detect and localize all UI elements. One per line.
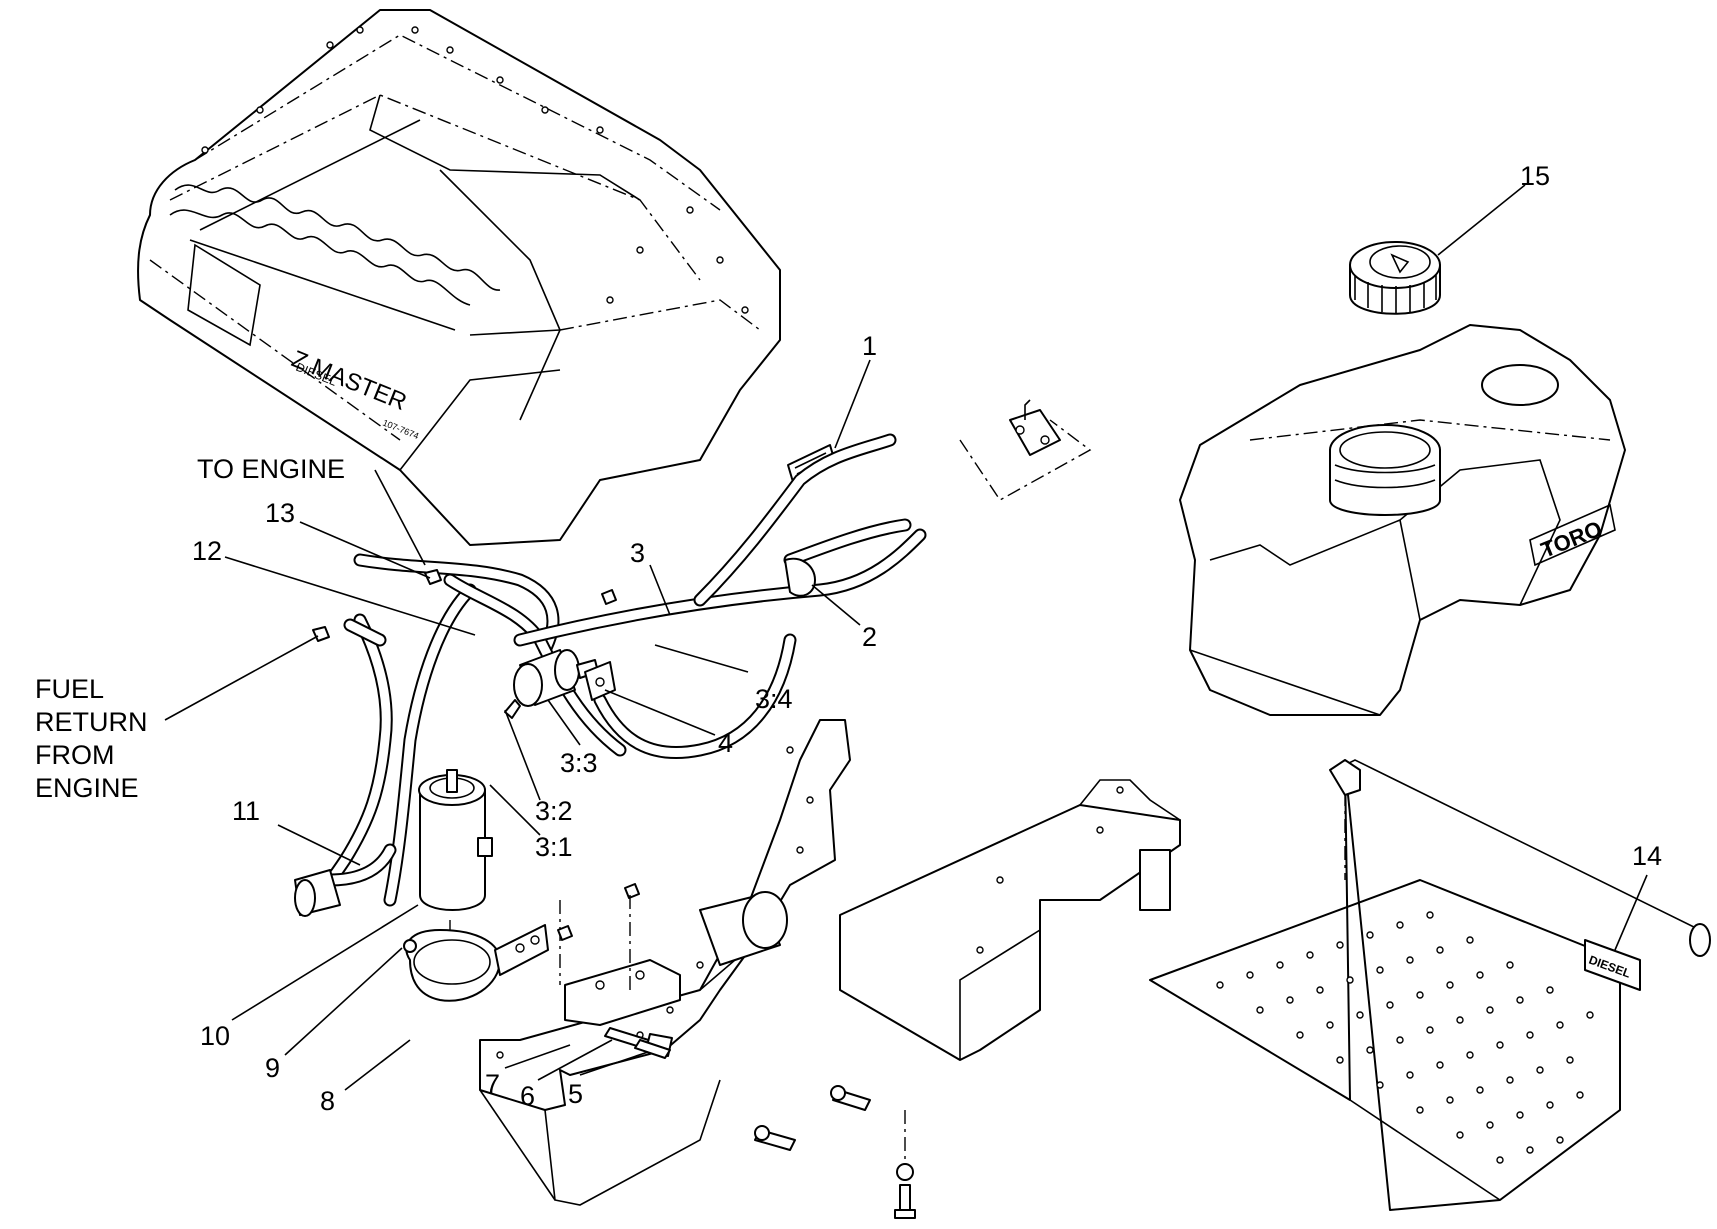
callout-3: 3 [630, 538, 645, 568]
callout-14: 14 [1632, 841, 1662, 871]
callout-15: 15 [1520, 161, 1550, 191]
callout-11: 11 [232, 796, 260, 826]
fuel-tank: TORO [1179, 324, 1626, 716]
lower-rail [839, 779, 1181, 1061]
shutoff-valve [959, 399, 1092, 501]
fuel-cap [1349, 241, 1441, 315]
washer-9 [403, 939, 417, 953]
callout-7: 7 [485, 1069, 500, 1099]
frame-bracket [479, 719, 851, 1206]
callout-10: 10 [200, 1021, 230, 1051]
callout-3-1: 3:1 [535, 832, 573, 862]
callout-labels: 1 2 3 3:4 4 3:3 3:2 3:1 5 6 7 8 9 10 11 … [35, 161, 1662, 1116]
filter-clamp-8 [405, 924, 549, 1002]
callout-8: 8 [320, 1086, 335, 1116]
leader-lines [164, 184, 1648, 1091]
callout-3-4: 3:4 [755, 684, 793, 714]
roller-tube [699, 891, 788, 966]
note-fuel-return-line-4: ENGINE [35, 773, 139, 803]
mount-plate [559, 900, 681, 1026]
step-diesel-decal: DIESEL [1584, 939, 1641, 991]
note-fuel-return-line-3: FROM [35, 740, 114, 770]
callout-5: 5 [568, 1079, 583, 1109]
callout-3-3: 3:3 [560, 748, 598, 778]
callout-2: 2 [862, 622, 877, 652]
callout-4: 4 [718, 728, 733, 758]
callout-1: 1 [862, 331, 877, 361]
fuel-filter [418, 769, 493, 1000]
hood-shroud: Z MASTER DIESEL 107-7674 [137, 9, 836, 546]
callout-9: 9 [265, 1053, 280, 1083]
foot-step-plate: DIESEL [1149, 759, 1711, 1211]
callout-12: 12 [192, 536, 222, 566]
callout-13: 13 [265, 498, 295, 528]
fuel-pump [504, 649, 599, 719]
note-fuel-return-line-2: RETURN [35, 707, 148, 737]
nut-13 [424, 569, 442, 585]
bolt-5 [634, 1039, 671, 1059]
step-perforations [1216, 911, 1594, 1164]
callout-3-2: 3:2 [535, 796, 573, 826]
fitting-11 [294, 869, 341, 917]
hardware [312, 569, 916, 1219]
nut-fuel-return [312, 626, 330, 642]
callout-6: 6 [520, 1081, 535, 1111]
hose-clamp-2 [784, 557, 816, 597]
note-fuel-return-line-1: FUEL [35, 674, 104, 704]
note-to-engine: TO ENGINE [197, 454, 345, 484]
